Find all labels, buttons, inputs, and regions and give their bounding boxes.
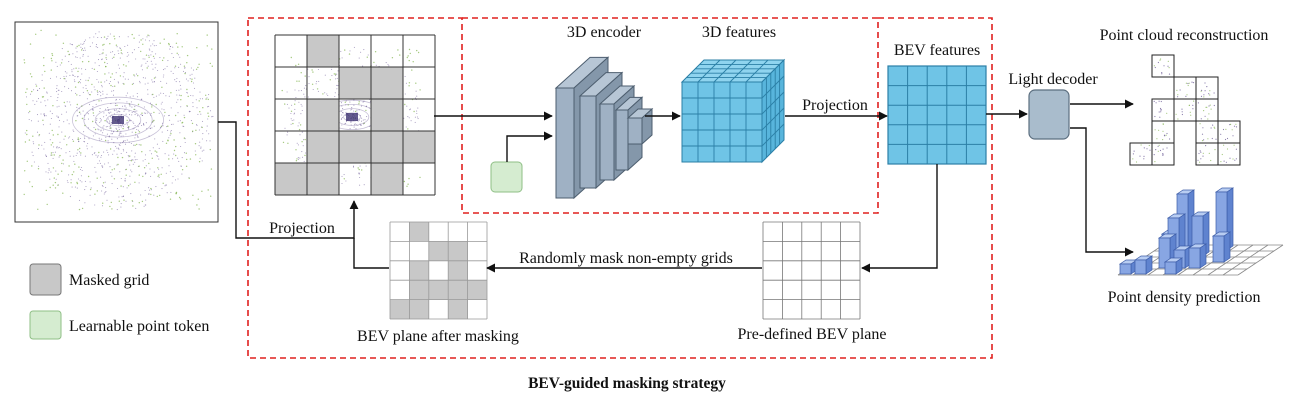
reconstruction-label: Point cloud reconstruction [1100,27,1269,44]
masked-point-cloud-grid [274,34,436,196]
bev-features-grid [887,65,987,165]
density-label: Point density prediction [1108,289,1261,306]
projection-top-label: Projection [802,97,868,114]
point-cloud-reconstruction-output [1129,54,1241,166]
3d-features-cube [680,58,786,164]
features3d-label: 3D features [702,24,776,41]
strategy-caption: BEV-guided masking strategy [528,375,726,392]
predefined-bev-plane-grid [762,221,861,320]
connectors [218,99,1134,273]
predefined-bev-label: Pre-defined BEV plane [738,326,887,343]
projection-left-label: Projection [269,220,335,237]
light-decoder-block [1028,89,1070,140]
input-point-cloud [14,21,219,223]
lidar-scan-image [23,29,214,211]
3d-encoder-block [554,56,654,200]
learnable-point-token-box [490,161,523,193]
point-density-prediction-output [1117,187,1284,276]
legend-token-swatch [29,310,62,340]
random-mask-label: Randomly mask non-empty grids [519,250,733,267]
bev-features-label: BEV features [894,42,980,59]
encoder-label: 3D encoder [567,24,642,41]
legend-masked-label: Masked grid [69,272,149,289]
legend-token-label: Learnable point token [69,318,209,335]
light-decoder-label: Light decoder [1008,71,1098,88]
bev-plane-after-masking-grid [389,221,488,320]
legend-masked-swatch [29,263,62,296]
bev-after-masking-label: BEV plane after masking [357,328,519,345]
